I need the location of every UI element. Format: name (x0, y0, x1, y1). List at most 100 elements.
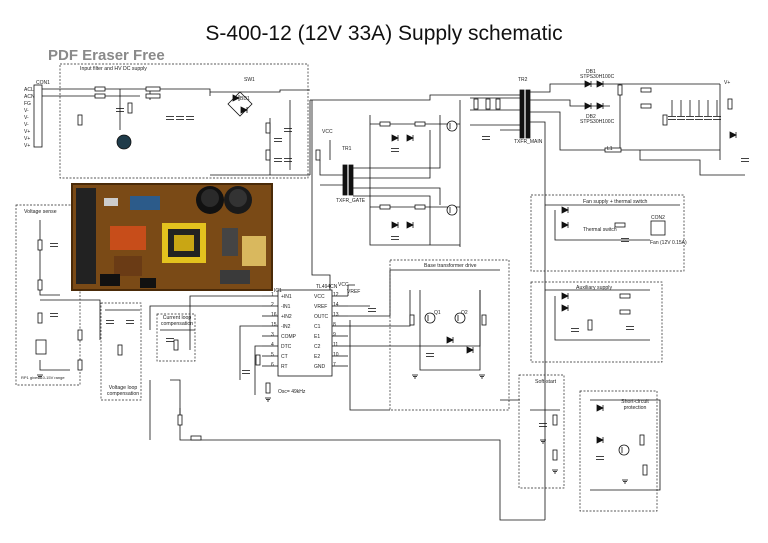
diode-symbol (240, 106, 248, 114)
con1-label: CON1 (36, 80, 50, 86)
diode-symbol (561, 304, 569, 312)
ic1-pin-number: 1 (271, 292, 274, 298)
con1-pin-label: ACL (24, 87, 34, 93)
vplus-label: V+ (724, 80, 731, 86)
wire (530, 111, 720, 151)
resistor-symbol (552, 449, 558, 461)
resistor-symbol (617, 84, 623, 96)
choke-symbol (145, 93, 161, 99)
wire (348, 290, 411, 327)
resistor-symbol (614, 222, 626, 228)
resistor-symbol (473, 98, 479, 110)
resistor-symbol (77, 359, 83, 371)
wire (311, 100, 331, 290)
box-fan-supply (530, 194, 685, 272)
ic1-pin-label: DTC (281, 344, 292, 350)
resistor-symbol (127, 102, 133, 114)
wire (530, 121, 546, 520)
wire (353, 130, 431, 179)
box-input-filter (59, 63, 309, 179)
resistor-symbol (379, 204, 391, 210)
diode-symbol (596, 436, 604, 444)
wire (639, 150, 745, 176)
fan-label: Fan (12V 0.15A) (650, 240, 687, 246)
ic1-pin-label: OUTC (314, 314, 329, 320)
resistor-symbol (37, 239, 43, 251)
section-note-voltage-sense: RP1 gives 10-15V range (21, 375, 65, 380)
transistor-symbol (446, 120, 458, 132)
diode-symbol (561, 221, 569, 229)
ic1-pin-number: 15 (271, 322, 277, 328)
ic1-pin-number: 5 (271, 352, 274, 358)
thermistor-symbol (116, 134, 132, 150)
pcb-photo (71, 183, 273, 291)
wire (39, 360, 70, 371)
resistor-symbol (409, 314, 415, 326)
transistor-symbol (424, 312, 436, 324)
resistor-symbol (190, 435, 202, 441)
thermal-switch-label: Thermal switch (583, 227, 617, 233)
section-boxes (15, 63, 685, 512)
transistor-symbol (454, 312, 466, 324)
resistor-symbol (77, 329, 83, 341)
wire (419, 290, 481, 371)
wire (310, 94, 520, 101)
section-label-fan-supply: Fan supply + thermal switch (583, 199, 648, 205)
resistor-symbol (37, 279, 43, 291)
ic1-pin-number: 8 (333, 322, 336, 328)
resistor-symbol (265, 382, 271, 394)
transistor-symbol (446, 204, 458, 216)
box-aux-supply (530, 281, 663, 363)
wire (39, 220, 60, 296)
diode-symbol (561, 206, 569, 214)
box-current-loop (156, 313, 196, 362)
box-voltage-loop (100, 302, 142, 401)
wire (369, 115, 460, 246)
ic1-pin-label: E2 (314, 354, 321, 360)
con1-pin-label: V+ (24, 129, 31, 135)
resistor-symbol (315, 149, 321, 161)
wire (348, 269, 500, 317)
tr1-name: TXFR_GATE (336, 198, 366, 204)
resistor-symbol (727, 98, 733, 110)
ic1-pin-number: 11 (333, 342, 339, 348)
resistor-symbol (414, 121, 426, 127)
resistor-symbol (619, 309, 631, 315)
ic1-pin-label: +IN2 (281, 314, 292, 320)
resistor-symbol (77, 114, 83, 126)
resistor-symbol (495, 98, 501, 110)
connector-con1 (33, 84, 43, 148)
resistor-symbol (173, 339, 179, 351)
diode-symbol (596, 80, 604, 88)
section-label-soft-start: Soft-start (535, 379, 557, 385)
box-voltage-sense (15, 204, 81, 386)
resistor-symbol (587, 319, 593, 331)
resistor-symbol (94, 86, 106, 92)
ic1-pin-number: 6 (271, 362, 274, 368)
ic1-body (277, 289, 333, 377)
schematic-wires (39, 83, 745, 521)
ic1-pin-label: E1 (314, 334, 321, 340)
transistor-symbol (618, 444, 630, 456)
ic1-pin-number: 14 (333, 302, 339, 308)
db1-label: DB1 (586, 69, 596, 75)
vref-label: VREF (347, 289, 361, 295)
diode-symbol (391, 221, 399, 229)
ic1-pin-number: 12 (333, 292, 339, 298)
wire (554, 296, 650, 341)
ic1-pin-number: 2 (271, 302, 274, 308)
choke-symbol (145, 86, 161, 92)
wire (210, 89, 310, 93)
ic1-pin-label: VREF (314, 304, 328, 310)
wire (42, 88, 211, 96)
wire (319, 160, 343, 176)
q1-label: Q1 (434, 310, 441, 316)
wire (353, 187, 441, 205)
resistor-symbol (414, 204, 426, 210)
ic1-pin-number: 16 (271, 312, 277, 318)
tr2-label: TR2 (518, 77, 528, 83)
diode-symbol (391, 134, 399, 142)
section-label-short-circuit: Short-circuit protection (621, 399, 649, 411)
transformer-core (525, 89, 531, 139)
ic1-pin-number: 10 (333, 352, 339, 358)
